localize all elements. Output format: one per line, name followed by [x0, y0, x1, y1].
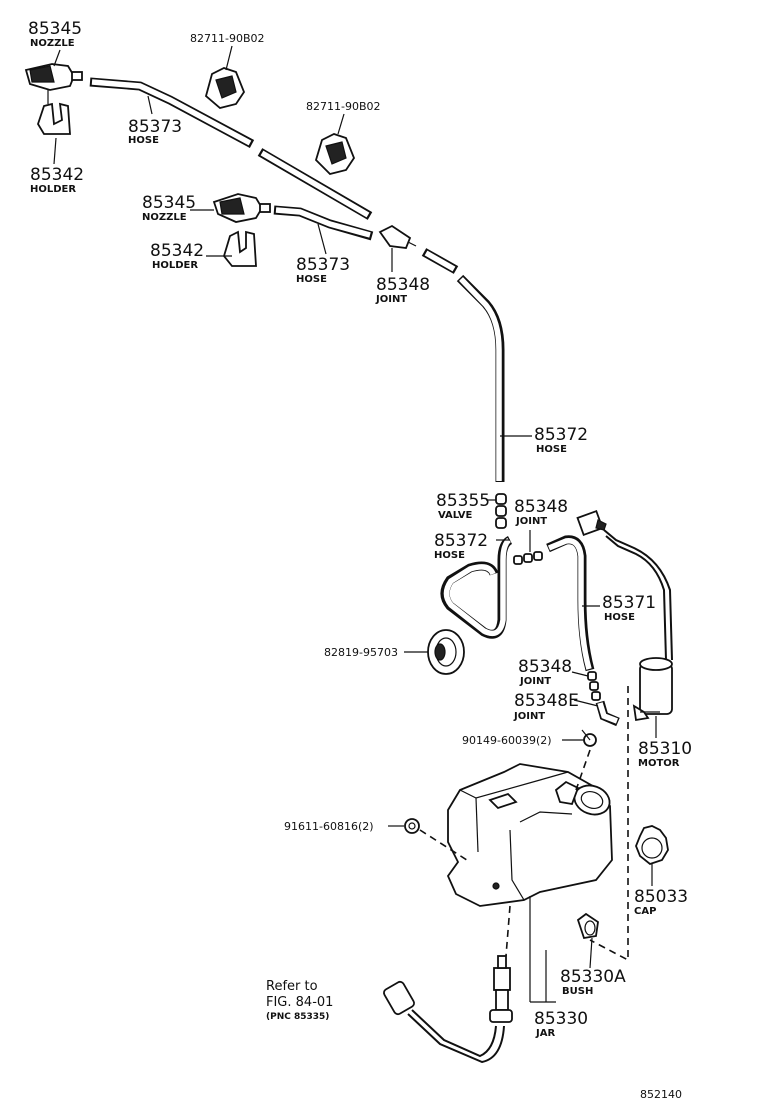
motor-wire-drawing[interactable] — [576, 509, 673, 661]
label-clip-2-number: 82711-90B02 — [306, 100, 381, 113]
clip-1-drawing[interactable] — [204, 67, 246, 109]
nozzle-mid-drawing[interactable] — [212, 193, 271, 223]
leader-lines — [53, 45, 657, 1003]
bush-drawing[interactable] — [576, 912, 599, 940]
sensor-drawing[interactable] — [382, 955, 513, 1064]
hose-mid-drawing[interactable] — [273, 205, 374, 241]
hose-segment-1[interactable] — [257, 148, 373, 220]
label-hose-right-number: 85371 — [602, 593, 656, 613]
label-holder-mid-name: HOLDER — [152, 260, 198, 271]
dashed-lines — [419, 686, 629, 962]
label-bush-number: 85330A — [560, 967, 626, 987]
joint-lower-drawing[interactable] — [587, 671, 601, 701]
label-grommet-number: 82819-95703 — [324, 646, 398, 659]
hose-long-drawing[interactable] — [456, 274, 505, 482]
label-nut-number: 91611-60816(2) — [284, 820, 374, 833]
label-holder-mid-number: 85342 — [150, 241, 204, 261]
label-joint-valve-name: JOINT — [515, 516, 547, 527]
figure-code: 852140 — [640, 1088, 682, 1101]
hose-top-drawing[interactable] — [89, 77, 255, 148]
label-hose-mid-name: HOSE — [296, 274, 327, 285]
valve-drawing[interactable] — [495, 493, 507, 529]
label-hose-right-name: HOSE — [604, 612, 635, 623]
hose-lower-drawing[interactable] — [440, 535, 513, 639]
nozzle-top-drawing[interactable] — [24, 63, 83, 104]
grommet-drawing[interactable] — [427, 629, 465, 675]
bolt-drawing[interactable] — [581, 729, 597, 747]
label-nozzle-top-name: NOZZLE — [30, 38, 75, 49]
label-joint-top-name: JOINT — [375, 294, 407, 305]
label-jar-number: 85330 — [534, 1009, 588, 1029]
label-joint-e-number: 85348E — [514, 691, 579, 711]
label-hose-long-name: HOSE — [536, 444, 567, 455]
label-motor-number: 85310 — [638, 739, 692, 759]
label-nozzle-top-number: 85345 — [28, 19, 82, 39]
label-hose-long-number: 85372 — [534, 425, 588, 445]
label-joint-top-number: 85348 — [376, 275, 430, 295]
label-motor-name: MOTOR — [638, 758, 680, 769]
reference-line-1[interactable]: Refer to — [266, 979, 318, 994]
label-joint-valve-number: 85348 — [514, 497, 568, 517]
label-cap-name: CAP — [634, 906, 656, 917]
label-nozzle-mid-number: 85345 — [142, 193, 196, 213]
label-hose-top-name: HOSE — [128, 135, 159, 146]
motor-drawing[interactable] — [632, 657, 673, 722]
label-valve-name: VALVE — [438, 510, 473, 521]
cap-drawing[interactable] — [635, 825, 669, 866]
label-joint-e-name: JOINT — [513, 711, 545, 722]
reference-line-3[interactable]: (PNC 85335) — [266, 1012, 329, 1022]
hose-right-drawing[interactable] — [546, 535, 595, 672]
clip-2-drawing[interactable] — [314, 133, 356, 175]
label-hose-lower-number: 85372 — [434, 531, 488, 551]
label-cap-number: 85033 — [634, 887, 688, 907]
label-bolt-number: 90149-60039(2) — [462, 734, 552, 747]
holder-top-drawing[interactable] — [37, 102, 71, 135]
label-clip-1-number: 82711-90B02 — [190, 32, 265, 45]
reference-line-2[interactable]: FIG. 84-01 — [266, 995, 333, 1010]
holder-mid-drawing[interactable] — [223, 230, 257, 267]
jar-drawing[interactable] — [446, 763, 614, 907]
label-holder-top-number: 85342 — [30, 165, 84, 185]
label-hose-lower-name: HOSE — [434, 550, 465, 561]
label-hose-mid-number: 85373 — [296, 255, 350, 275]
label-nozzle-mid-name: NOZZLE — [142, 212, 187, 223]
joint-valve-drawing[interactable] — [513, 551, 543, 565]
joint-top-drawing[interactable] — [378, 224, 417, 249]
label-jar-name: JAR — [535, 1028, 555, 1039]
nut-drawing[interactable] — [404, 818, 420, 834]
hose-segment-2[interactable] — [421, 248, 459, 274]
label-joint-lower-number: 85348 — [518, 657, 572, 677]
label-holder-top-name: HOLDER — [30, 184, 76, 195]
label-hose-top-number: 85373 — [128, 117, 182, 137]
label-valve-number: 85355 — [436, 491, 490, 511]
label-joint-lower-name: JOINT — [519, 676, 551, 687]
joint-e-drawing[interactable] — [595, 700, 620, 727]
label-bush-name: BUSH — [562, 986, 593, 997]
